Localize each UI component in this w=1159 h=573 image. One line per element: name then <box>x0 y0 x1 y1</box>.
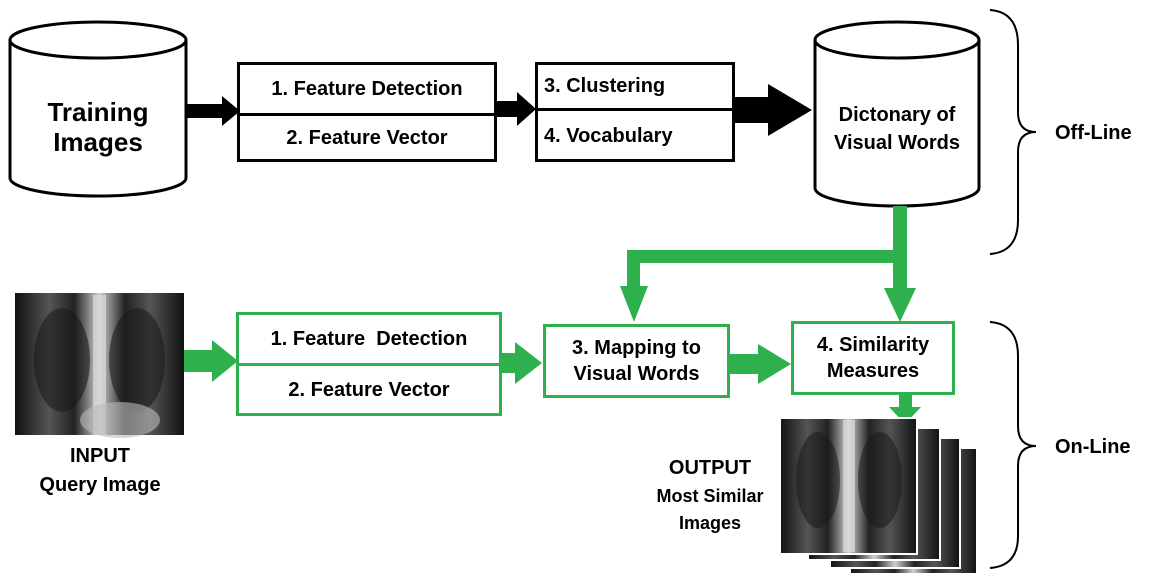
offline-label: Off-Line <box>1055 122 1132 144</box>
arrow-feature-to-mapping <box>502 342 542 384</box>
dictionary-cylinder <box>813 20 981 208</box>
similarity-box: 4. Similarity Measures <box>791 321 955 395</box>
training-images-line2: Images <box>53 126 143 157</box>
similarity-line1: 4. Similarity <box>816 334 930 356</box>
clustering-box: 3. Clustering 4. Vocabulary <box>535 62 735 162</box>
offline-feature-vector: 2. Feature Vector <box>286 127 448 149</box>
output-line1: OUTPUT <box>668 457 752 479</box>
training-images-line1: Training <box>47 97 149 127</box>
output-xray-stack <box>779 417 978 573</box>
vocabulary-item: 4. Vocabulary <box>544 124 673 147</box>
input-label: INPUT Query Image <box>15 442 185 500</box>
dictionary-line2: Visual Words <box>834 132 960 154</box>
offline-feature-detection: 1. Feature Detection <box>240 65 494 116</box>
output-line2: Most Similar <box>656 486 764 506</box>
training-images-label: Training Images <box>10 97 186 158</box>
offline-feature-box: 1. Feature Detection 2. Feature Vector <box>237 62 497 162</box>
arrow-feature-to-clustering <box>497 92 536 126</box>
online-label: On-Line <box>1055 436 1131 458</box>
mapping-line1: 3. Mapping to <box>572 337 701 359</box>
green-connector-dictionary <box>620 206 916 322</box>
training-images-cylinder <box>8 20 188 198</box>
output-line3: Images <box>678 513 742 533</box>
output-label: OUTPUT Most Similar Images <box>630 453 790 537</box>
mapping-box: 3. Mapping to Visual Words <box>543 324 730 398</box>
arrow-clustering-to-dictionary <box>735 84 812 136</box>
online-feature-vector: 2. Feature Vector <box>288 379 450 401</box>
arrow-similarity-to-output <box>889 394 921 424</box>
similarity-line2: Measures <box>826 360 920 382</box>
arrow-training-to-feature <box>186 96 240 126</box>
input-xray-image <box>15 293 184 438</box>
dictionary-label: Dictonary of Visual Words <box>815 101 979 157</box>
online-feature-box: 1. Feature Detection 2. Feature Vector <box>236 312 502 416</box>
input-line1: INPUT <box>70 445 130 467</box>
arrow-mapping-to-similarity <box>730 344 791 384</box>
offline-brace <box>989 9 1037 255</box>
online-feature-detection: 1. Feature Detection <box>239 315 499 366</box>
input-line2: Query Image <box>39 474 161 496</box>
dictionary-line1: Dictonary of <box>838 104 956 126</box>
mapping-line2: Visual Words <box>573 363 700 385</box>
clustering-item: 3. Clustering <box>538 65 732 111</box>
online-brace <box>989 321 1037 569</box>
arrow-input-to-feature <box>184 340 238 382</box>
